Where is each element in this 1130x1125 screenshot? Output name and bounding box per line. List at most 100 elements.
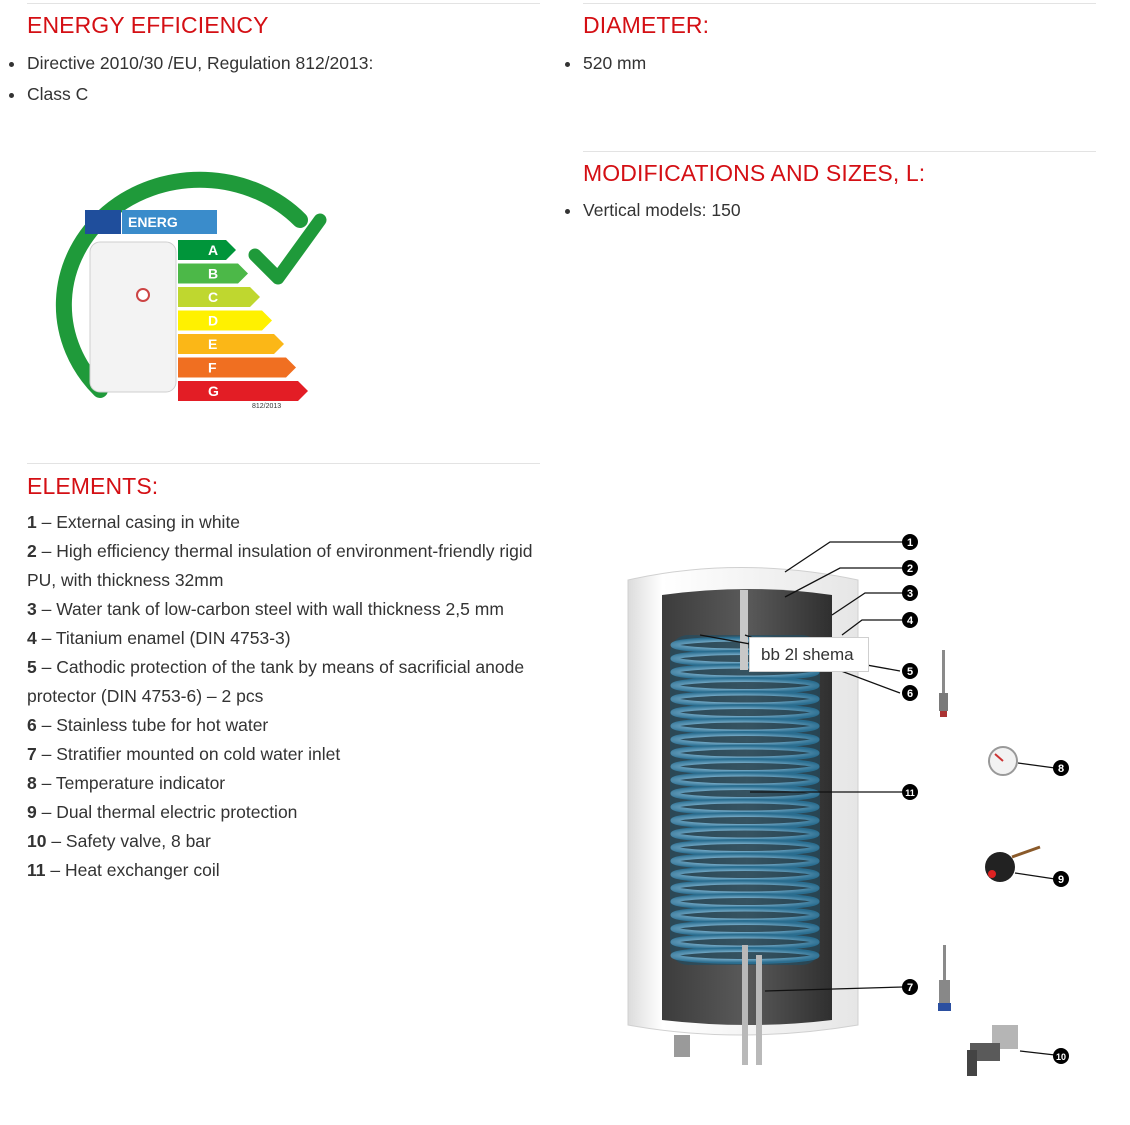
energy-label-header: [122, 210, 217, 234]
stratifier-accessory: [938, 945, 951, 1011]
cold-water-inlet-tube: [742, 945, 748, 1065]
callout-badge: [902, 663, 918, 679]
energy-class-letter: F: [208, 360, 217, 376]
element-description: – Titanium enamel (DIN 4753-3): [36, 628, 291, 648]
energy-efficiency-heading: ENERGY EFFICIENCY: [27, 12, 269, 38]
energy-class-bar: [178, 357, 296, 378]
callout-badge: [1053, 871, 1069, 887]
check-icon: [248, 213, 327, 285]
energy-class-bar: [178, 287, 260, 307]
callout-number: 9: [1058, 874, 1064, 886]
list-item: Directive 2010/30 /EU, Regulation 812/20…: [8, 48, 373, 79]
list-item: Class C: [8, 79, 373, 110]
energy-class-letter: C: [208, 289, 218, 305]
callout-badge: [1053, 1048, 1069, 1064]
element-item: 6 – Stainless tube for hot water: [27, 711, 547, 740]
callout-badge: [902, 612, 918, 628]
eu-flag-icon: [85, 210, 121, 234]
callout-badge: [902, 784, 918, 800]
element-number: 8: [27, 773, 37, 793]
element-item: 4 – Titanium enamel (DIN 4753-3): [27, 624, 547, 653]
element-item: 10 – Safety valve, 8 bar: [27, 827, 547, 856]
element-description: – Heat exchanger coil: [45, 860, 220, 880]
element-number: 5: [27, 657, 37, 677]
element-description: – Water tank of low-carbon steel with wa…: [36, 599, 504, 619]
coil-outlet-tube: [756, 955, 762, 1065]
energy-class-letter: G: [208, 383, 219, 399]
anode-accessory: [939, 650, 948, 717]
energy-class-bar: [178, 381, 308, 401]
thermometer-icon: [136, 288, 150, 302]
callout-badge: [1053, 760, 1069, 776]
list-item: 520 mm: [564, 48, 646, 79]
element-number: 2: [27, 541, 37, 561]
energy-class-letter: E: [208, 336, 217, 352]
element-description: – Cathodic protection of the tank by mea…: [27, 657, 525, 706]
safety-valve-accessory: [967, 1025, 1056, 1076]
elements-heading: ELEMENTS:: [27, 473, 159, 499]
energy-efficiency-list: Directive 2010/30 /EU, Regulation 812/20…: [8, 48, 373, 110]
energy-class-bar: [178, 263, 248, 284]
element-description: – Stratifier mounted on cold water inlet: [36, 744, 341, 764]
list-item: Vertical models: 150: [565, 195, 741, 226]
element-number: 9: [27, 802, 37, 822]
callout-number: 8: [1058, 763, 1064, 775]
energy-label-brand: ENERG: [128, 214, 178, 230]
element-description: – Temperature indicator: [36, 773, 226, 793]
element-description: – Stainless tube for hot water: [36, 715, 269, 735]
callout-number: 2: [907, 563, 913, 575]
callout-badge: [902, 560, 918, 576]
image-tooltip: bb 2l shema: [749, 637, 869, 672]
energy-class-letter: A: [208, 242, 218, 258]
callout-number: 11: [905, 788, 915, 798]
callout-badge: [902, 534, 918, 550]
separator-top-right: [583, 3, 1096, 4]
element-item: 2 – High efficiency thermal insulation o…: [27, 537, 547, 595]
element-number: 3: [27, 599, 37, 619]
element-number: 4: [27, 628, 37, 648]
element-number: 1: [27, 512, 37, 532]
element-number: 7: [27, 744, 37, 764]
callout-number: 1: [907, 537, 913, 549]
heater-body-icon: [89, 241, 177, 393]
thermometer-accessory: [988, 746, 1056, 776]
element-item: 1 – External casing in white: [27, 508, 547, 537]
callout-number: 5: [907, 666, 913, 678]
element-item: 8 – Temperature indicator: [27, 769, 547, 798]
callout-number: 10: [1056, 1052, 1066, 1062]
energy-class-letter: D: [208, 313, 218, 329]
energy-class-letter: B: [208, 266, 218, 282]
energy-class-bar: [178, 240, 236, 260]
callout-number: 4: [907, 615, 914, 627]
separator-modifications: [583, 151, 1096, 152]
element-item: 3 – Water tank of low-carbon steel with …: [27, 595, 547, 624]
diameter-list: 520 mm: [564, 48, 646, 79]
element-description: – External casing in white: [36, 512, 241, 532]
modifications-heading: MODIFICATIONS AND SIZES, L:: [583, 160, 926, 186]
callout-badge: [902, 979, 918, 995]
energy-class-bar: [178, 334, 284, 354]
callout-number: 7: [907, 982, 913, 994]
callout-number: 3: [907, 588, 913, 600]
bottom-connector: [674, 1035, 690, 1057]
element-description: – High efficiency thermal insulation of …: [27, 541, 533, 590]
element-number: 6: [27, 715, 37, 735]
callout-badge: [902, 685, 918, 701]
separator-top-left: [27, 3, 540, 4]
diameter-heading: DIAMETER:: [583, 12, 710, 38]
element-item: 9 – Dual thermal electric protection: [27, 798, 547, 827]
callout-badge: [902, 585, 918, 601]
regulation-number: 812/2013: [252, 403, 281, 410]
element-description: – Safety valve, 8 bar: [46, 831, 211, 851]
hot-water-tube: [740, 590, 748, 670]
element-item: 11 – Heat exchanger coil: [27, 856, 547, 885]
element-item: 5 – Cathodic protection of the tank by m…: [27, 653, 547, 711]
element-item: 7 – Stratifier mounted on cold water inl…: [27, 740, 547, 769]
element-description: – Dual thermal electric protection: [36, 802, 298, 822]
separator-elements: [27, 463, 540, 464]
